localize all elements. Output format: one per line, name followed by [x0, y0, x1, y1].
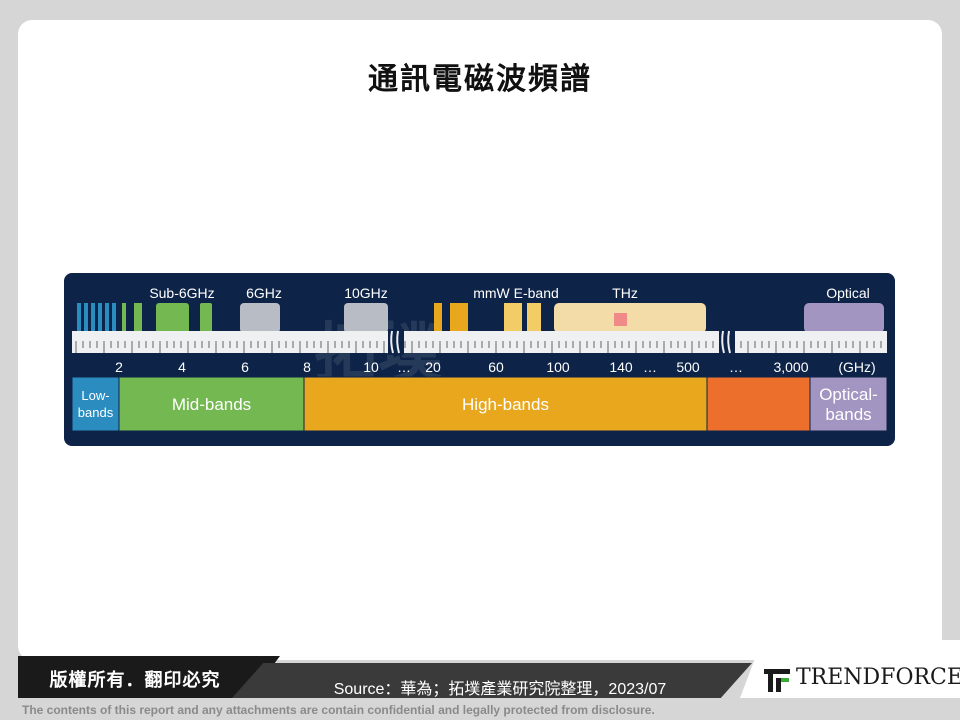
tick-label: … [643, 359, 657, 375]
tick-label: 4 [178, 359, 186, 375]
optical-block [804, 303, 884, 333]
axis-unit-label: (GHz) [838, 359, 875, 375]
tick-label: 6 [241, 359, 249, 375]
band-region [303, 376, 708, 432]
band-region-label: Low- [81, 388, 109, 403]
frequency-ruler [72, 331, 887, 353]
low-band-bar [98, 303, 102, 333]
band-label: mmW E-band [473, 285, 559, 301]
source-text: Source：華為；拓墣產業研究院整理，2023/07 [333, 681, 667, 698]
band-10ghz-block [344, 303, 388, 333]
tick-label: 8 [303, 359, 311, 375]
low-band-bar [91, 303, 95, 333]
spectrum-svg: 拓墣 TOPOLOGY RESEARCH INSTITUTE [71, 285, 888, 432]
band-region [71, 376, 120, 432]
low-band-bar [77, 303, 81, 333]
page-title: 通訊電磁波頻譜 [368, 62, 592, 97]
band-label: Sub-6GHz [149, 285, 214, 301]
band-regions: Low-bands Mid-bands High-bands Optical-band… [71, 376, 888, 432]
tick-label: … [729, 359, 743, 375]
band-label: Optical [826, 285, 870, 301]
band-label: THz [612, 285, 638, 301]
sub6-block [156, 303, 189, 333]
tick-label: 3,000 [773, 359, 808, 375]
source-banner [232, 663, 752, 698]
band-6ghz-block [240, 303, 280, 333]
copyright-text: 版權所有．翻印必究 [49, 670, 221, 690]
high-band-bar [434, 303, 442, 333]
band-region [118, 376, 305, 432]
band-region-label: High-bands [462, 395, 549, 414]
disclaimer-text: The contents of this report and any atta… [22, 703, 655, 717]
band-region-label: bands [78, 405, 114, 420]
low-band-bar [105, 303, 109, 333]
band-region [706, 376, 811, 432]
mid-band-bar [134, 303, 142, 333]
mid-band-bar [200, 303, 212, 333]
tick-label: 100 [546, 359, 570, 375]
thz-block [554, 303, 706, 333]
band-region [809, 376, 888, 432]
trendforce-logo-icon [764, 669, 790, 692]
copyright-banner [18, 656, 280, 698]
tick-label: 60 [488, 359, 504, 375]
band-label: 10GHz [344, 285, 388, 301]
brand-name: TRENDFORCE [796, 665, 960, 690]
band-region-label: Optical- [819, 385, 878, 404]
band-region-label: Mid-bands [172, 395, 251, 414]
high-band-bar [504, 303, 522, 333]
band-label: 6GHz [246, 285, 282, 301]
tick-label: 500 [676, 359, 700, 375]
low-band-bar [84, 303, 88, 333]
high-band-bar [450, 303, 468, 333]
tick-label: 2 [115, 359, 123, 375]
tick-label: 140 [609, 359, 633, 375]
ruler-ticks [75, 341, 882, 353]
tick-label: … [397, 359, 411, 375]
tick-label: 10 [363, 359, 379, 375]
band-blocks [77, 303, 884, 333]
thz-marker [614, 313, 627, 326]
band-region-label: bands [825, 405, 871, 424]
tick-label: 20 [425, 359, 441, 375]
mid-band-bar [122, 303, 126, 333]
high-band-bar [527, 303, 541, 333]
low-band-bar [112, 303, 116, 333]
spectrum-diagram: 拓墣 TOPOLOGY RESEARCH INSTITUTE [64, 273, 895, 446]
axis-break-marks [388, 329, 735, 355]
